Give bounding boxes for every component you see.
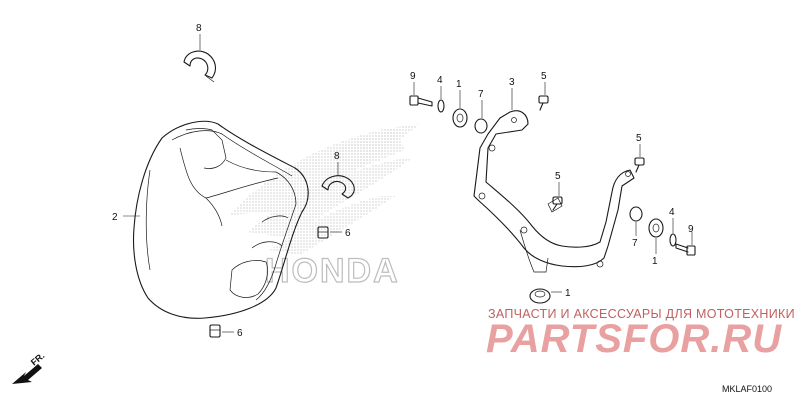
screw-top <box>538 95 549 111</box>
callout-nut-bottom: 6 <box>237 328 243 339</box>
callout-screw-top: 5 <box>541 71 547 82</box>
honda-brand-text: HONDA <box>265 252 400 290</box>
callout-collar-right: 7 <box>632 238 638 249</box>
nut-bottom <box>209 324 221 338</box>
callout-washer-right: 4 <box>669 207 675 218</box>
diagram-code: MKLAF0100 <box>722 384 772 394</box>
callout-washer-top: 4 <box>437 75 443 86</box>
clip-mid <box>321 175 355 199</box>
callout-rubber-right: 1 <box>652 256 658 267</box>
callout-headlight: 2 <box>112 212 118 223</box>
washer-right <box>669 233 677 247</box>
shop-logo: PARTSFOR.RU <box>486 317 782 361</box>
front-label: FR. <box>29 351 47 368</box>
shop-caption: ЗАПЧАСТИ И АКСЕССУАРЫ ДЛЯ МОТОТЕХНИКИ <box>488 307 795 321</box>
clip-top <box>183 50 217 83</box>
nut-left <box>317 226 329 239</box>
honda-wing-logo <box>230 124 420 255</box>
bolt-top <box>409 95 433 107</box>
callout-bolt-top: 9 <box>410 71 416 82</box>
rubber-mount-bottom <box>529 288 551 304</box>
callout-screw-mid: 5 <box>555 171 561 182</box>
callout-nut-left: 6 <box>345 228 351 239</box>
collar-right <box>629 206 643 222</box>
headlight-bracket <box>473 110 635 273</box>
headlight-unit <box>133 120 309 319</box>
screw-right-top <box>634 157 645 173</box>
washer-top <box>437 99 445 113</box>
front-direction-marker: FR. <box>12 351 46 384</box>
callout-clip-mid: 8 <box>334 151 340 162</box>
bolt-right <box>675 243 696 256</box>
callout-screw-right-top: 5 <box>636 133 642 144</box>
callout-clip-top: 8 <box>196 23 202 34</box>
callout-collar-top: 7 <box>478 89 484 100</box>
rubber-mount-right <box>648 218 664 238</box>
callout-rubber-bottom: 1 <box>565 288 571 299</box>
collar-top <box>474 118 488 134</box>
leader-lines <box>123 34 693 333</box>
rubber-mount-top <box>452 108 468 128</box>
screw-mid <box>552 196 563 211</box>
callout-bracket: 3 <box>509 77 515 88</box>
callout-bolt-right: 9 <box>688 224 694 235</box>
callout-rubber-top: 1 <box>456 79 462 90</box>
